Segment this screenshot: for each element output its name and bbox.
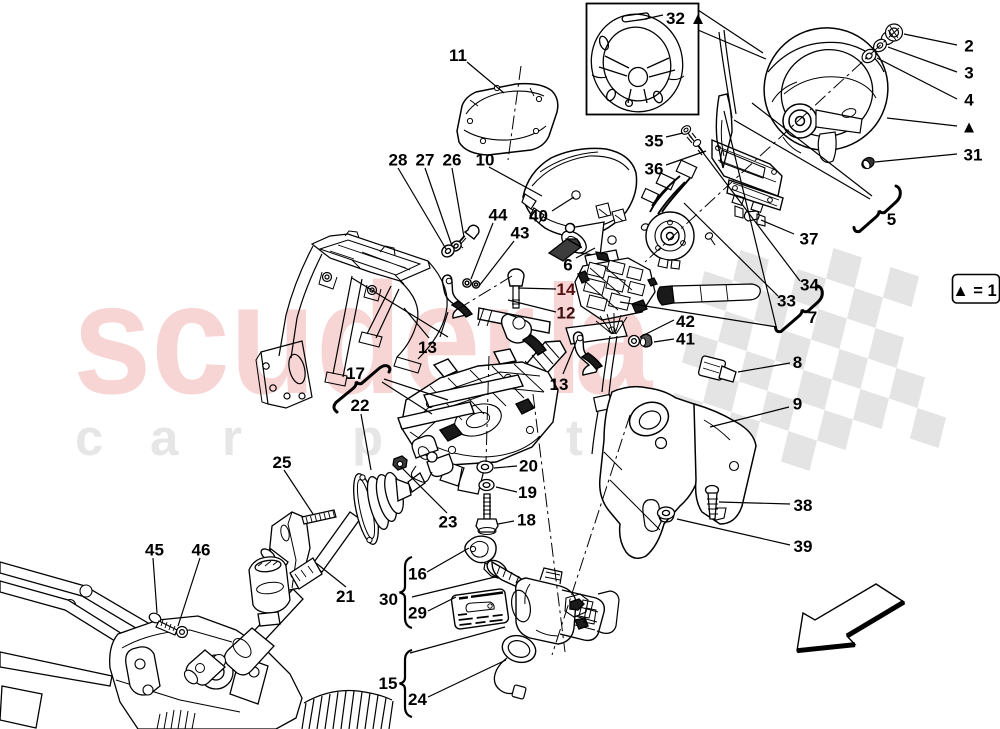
svg-text:10: 10 bbox=[476, 151, 495, 170]
svg-text:43: 43 bbox=[511, 224, 530, 243]
svg-text:15: 15 bbox=[379, 674, 398, 693]
svg-text:34: 34 bbox=[800, 276, 819, 295]
svg-text:20: 20 bbox=[519, 457, 538, 476]
svg-text:5: 5 bbox=[887, 210, 896, 229]
svg-text:13: 13 bbox=[418, 338, 437, 357]
svg-text:27: 27 bbox=[416, 151, 435, 170]
svg-text:17: 17 bbox=[346, 364, 365, 383]
svg-text:14: 14 bbox=[557, 280, 576, 299]
svg-text:33: 33 bbox=[777, 292, 796, 311]
svg-text:30: 30 bbox=[379, 590, 398, 609]
svg-text:t: t bbox=[566, 409, 583, 466]
svg-text:29: 29 bbox=[408, 604, 427, 623]
svg-text:32 ▲: 32 ▲ bbox=[666, 9, 706, 28]
svg-text:22: 22 bbox=[351, 396, 370, 415]
svg-text:3: 3 bbox=[964, 64, 973, 83]
svg-text:41: 41 bbox=[676, 330, 695, 349]
svg-text:c: c bbox=[75, 409, 103, 466]
svg-text:18: 18 bbox=[517, 511, 536, 530]
svg-text:38: 38 bbox=[794, 496, 813, 515]
svg-text:28: 28 bbox=[389, 151, 408, 170]
svg-text:7: 7 bbox=[808, 308, 817, 327]
svg-text:8: 8 bbox=[793, 353, 802, 372]
svg-text:37: 37 bbox=[800, 230, 819, 249]
svg-text:44: 44 bbox=[489, 206, 508, 225]
svg-text:26: 26 bbox=[443, 151, 462, 170]
svg-text:24: 24 bbox=[408, 690, 427, 709]
svg-text:a: a bbox=[150, 409, 179, 466]
svg-text:12: 12 bbox=[557, 304, 576, 323]
svg-text:45: 45 bbox=[145, 541, 164, 560]
svg-text:40: 40 bbox=[529, 207, 548, 226]
svg-text:9: 9 bbox=[793, 395, 802, 414]
svg-text:p: p bbox=[352, 409, 383, 466]
svg-text:42: 42 bbox=[676, 312, 695, 331]
svg-text:▲ = 1: ▲ = 1 bbox=[952, 282, 996, 300]
svg-text:21: 21 bbox=[336, 587, 355, 606]
svg-text:6: 6 bbox=[563, 256, 572, 275]
svg-text:▲: ▲ bbox=[961, 118, 978, 137]
svg-text:r: r bbox=[222, 409, 242, 466]
svg-text:36: 36 bbox=[645, 160, 664, 179]
svg-text:16: 16 bbox=[408, 565, 427, 584]
svg-text:19: 19 bbox=[518, 483, 537, 502]
svg-text:25: 25 bbox=[273, 453, 292, 472]
svg-text:31: 31 bbox=[964, 146, 983, 165]
svg-text:35: 35 bbox=[645, 132, 664, 151]
svg-text:39: 39 bbox=[794, 537, 813, 556]
svg-text:23: 23 bbox=[439, 513, 458, 532]
svg-text:13: 13 bbox=[550, 375, 569, 394]
svg-text:11: 11 bbox=[449, 46, 467, 65]
svg-text:2: 2 bbox=[964, 37, 973, 56]
svg-text:46: 46 bbox=[192, 541, 211, 560]
svg-text:4: 4 bbox=[964, 91, 974, 110]
